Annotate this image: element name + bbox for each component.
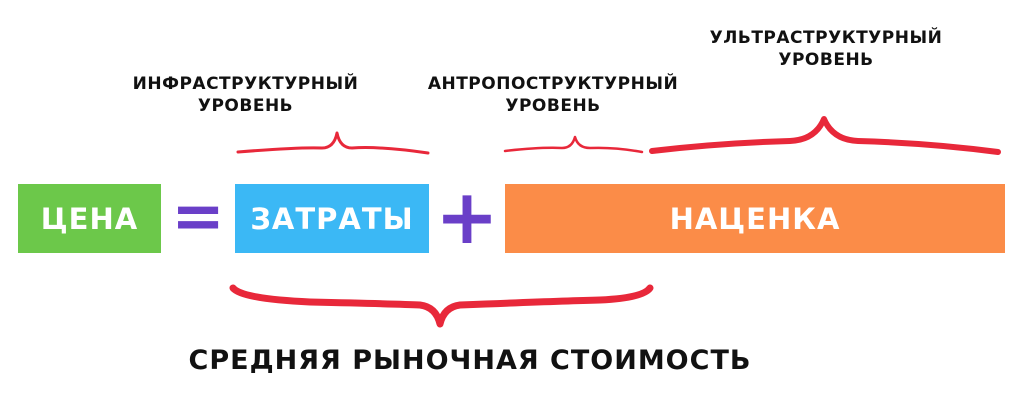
market-value-brace — [229, 284, 654, 328]
anthropostructure-level-label: АНТРОПОСТРУКТУРНЫЙ УРОВЕНЬ — [427, 74, 679, 116]
price-box: ЦЕНА — [18, 184, 161, 253]
ultrastructure-brace — [649, 116, 1001, 155]
infrastructure-level-label: ИНФРАСТРУКТУРНЫЙ УРОВЕНЬ — [132, 74, 359, 116]
markup-box: НАЦЕНКА — [505, 184, 1005, 253]
ultrastructure-level-label: УЛЬТРАСТРУКТУРНЫЙ УРОВЕНЬ — [709, 28, 943, 70]
anthropostructure-brace — [503, 135, 644, 154]
average-market-value-caption: СРЕДНЯЯ РЫНОЧНАЯ СТОИМОСТЬ — [188, 345, 752, 376]
costs-box: ЗАТРАТЫ — [235, 184, 429, 253]
plus-sign: + — [435, 171, 499, 261]
equals-sign: = — [171, 180, 225, 254]
infrastructure-brace — [236, 131, 430, 155]
